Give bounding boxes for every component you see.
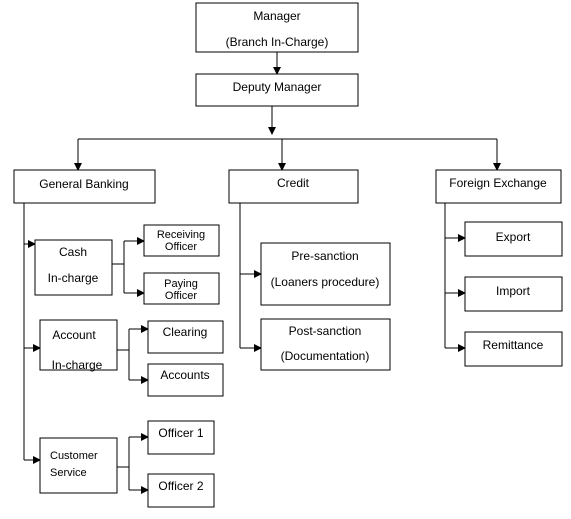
- connectors: [23, 52, 501, 494]
- account-incharge-line2: In-charge: [52, 358, 103, 372]
- box-officer-1: Officer 1: [147, 420, 215, 455]
- receiving-officer-line1: Receiving: [157, 229, 205, 241]
- pre-sanction-line2: (Loaners procedure): [271, 275, 380, 289]
- box-post-sanction: Post-sanction (Documentation): [260, 318, 391, 371]
- receiving-officer-line2: Officer: [165, 241, 198, 253]
- foreign-exchange-label: Foreign Exchange: [449, 176, 547, 190]
- post-sanction-line2: (Documentation): [281, 349, 370, 363]
- general-banking-label: General Banking: [39, 177, 128, 191]
- export-label: Export: [496, 230, 531, 244]
- box-customer-service: Customer Service: [39, 437, 118, 494]
- box-clearing: Clearing: [147, 320, 224, 354]
- remittance-label: Remittance: [483, 338, 544, 352]
- paying-officer-line1: Paying: [164, 278, 198, 290]
- deputy-manager-label: Deputy Manager: [233, 80, 322, 94]
- accounts-label: Accounts: [160, 368, 209, 382]
- officer-1-label: Officer 1: [158, 426, 203, 440]
- officer-2-label: Officer 2: [158, 479, 203, 493]
- box-foreign-exchange: Foreign Exchange: [435, 169, 562, 204]
- box-cash-incharge: Cash In-charge: [34, 239, 113, 296]
- cash-incharge-line1: Cash: [59, 245, 87, 259]
- clearing-label: Clearing: [163, 325, 208, 339]
- box-remittance: Remittance: [464, 331, 563, 367]
- cash-incharge-line2: In-charge: [48, 271, 99, 285]
- box-deputy-manager: Deputy Manager: [195, 73, 359, 107]
- box-receiving-officer: Receiving Officer: [143, 224, 220, 257]
- box-account-incharge: Account In-charge: [39, 319, 118, 372]
- manager-title: Manager: [253, 9, 300, 23]
- box-general-banking: General Banking: [13, 169, 156, 204]
- box-accounts: Accounts: [147, 363, 224, 397]
- pre-sanction-line1: Pre-sanction: [291, 249, 358, 263]
- post-sanction-line1: Post-sanction: [289, 324, 362, 338]
- box-credit: Credit: [228, 169, 359, 204]
- box-paying-officer: Paying Officer: [143, 272, 220, 305]
- manager-subtitle: (Branch In-Charge): [226, 35, 329, 49]
- box-pre-sanction: Pre-sanction (Loaners procedure): [260, 242, 391, 306]
- box-manager: Manager (Branch In-Charge): [195, 2, 359, 53]
- customer-service-line2: Service: [50, 467, 87, 479]
- paying-officer-line2: Officer: [165, 290, 198, 302]
- credit-label: Credit: [277, 176, 310, 190]
- account-incharge-line1: Account: [52, 328, 96, 342]
- box-officer-2: Officer 2: [147, 473, 215, 508]
- box-import: Import: [464, 276, 563, 312]
- box-export: Export: [464, 221, 563, 257]
- import-label: Import: [496, 284, 531, 298]
- customer-service-line1: Customer: [50, 450, 98, 462]
